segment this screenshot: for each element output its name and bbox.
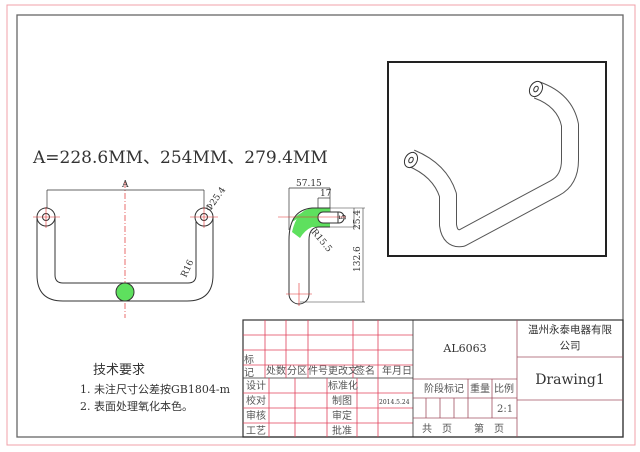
title-block-text: 标 记 处数 分区 件号更改文 签名 年月日 设计 校对 审核 工艺 标准化 制…: [244, 323, 612, 437]
header-zone: 分区: [287, 365, 307, 377]
stage-label: 阶段标记: [424, 382, 464, 395]
drawing-date: 2014.5.24: [379, 399, 410, 406]
row-label-approval: 审定: [332, 409, 352, 422]
title-block: [242, 319, 624, 438]
dim-17-label: 17: [320, 189, 332, 199]
drawing-name: Drawing1: [535, 372, 605, 388]
weight-label: 重量: [470, 382, 490, 395]
scale-label: 比例: [494, 382, 514, 395]
header-change-doc: 件号更改文: [308, 364, 358, 377]
header-signature: 签名: [355, 364, 375, 377]
dim-radius-label: R16: [180, 258, 197, 279]
row-label-authorize: 批准: [332, 424, 352, 437]
row-label-review: 审核: [246, 409, 266, 422]
header-date: 年月日: [382, 364, 412, 377]
company-name-line2: 公司: [560, 340, 581, 352]
side-view: [278, 187, 365, 306]
header-mark-2: 记: [244, 367, 254, 379]
row-label-design: 设计: [246, 379, 266, 392]
total-pages: 共 页: [422, 423, 452, 435]
dim-height-label: 132.6: [353, 246, 363, 272]
row-label-process: 工艺: [246, 425, 266, 437]
dimension-title: A=228.6MM、254MM、279.4MM: [32, 148, 328, 168]
scale-value: 2:1: [497, 404, 513, 415]
tech-requirements-title: 技术要求: [93, 363, 145, 378]
outer-frame: [6, 4, 636, 446]
dim-radius-side-label: R15.5: [309, 228, 334, 255]
row-label-check: 校对: [246, 394, 266, 407]
header-count: 处数: [266, 364, 286, 377]
dim-width-label: 57.15: [296, 179, 322, 189]
material: AL6063: [442, 342, 486, 355]
page-number: 第 页: [474, 422, 504, 435]
dim-254-label: 25.4: [353, 210, 363, 230]
header-mark-1: 标: [244, 354, 254, 366]
company-name-line1: 温州永泰电器有限: [528, 323, 612, 336]
dim-5-label: 5: [339, 214, 349, 220]
dim-a-label: A: [121, 180, 129, 190]
isometric-view: [403, 80, 579, 248]
tech-requirement-item: 2. 表面处理氧化本色。: [80, 399, 193, 413]
dim-hole-label: Φ25.4: [204, 185, 228, 213]
tech-requirement-item: 1. 未注尺寸公差按GB1804-m: [80, 382, 231, 396]
row-label-drafting: 制图: [332, 394, 352, 407]
front-view: [33, 182, 218, 318]
row-label-standard: 标准化: [328, 379, 358, 392]
